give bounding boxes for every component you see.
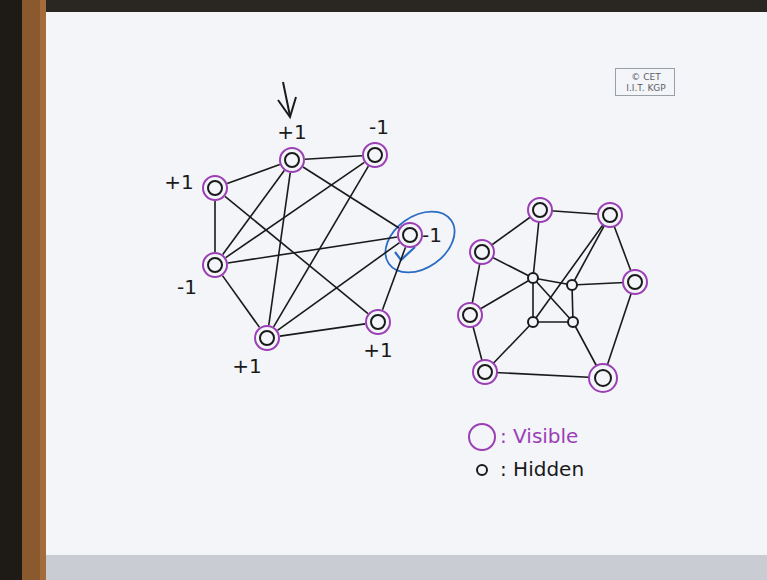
state-value: +1: [232, 356, 261, 376]
neuron-circle: [396, 221, 424, 249]
neuron-node: -1: [396, 221, 424, 249]
weight-connection: [227, 164, 280, 183]
weight-connection: [269, 173, 290, 325]
weight-connection: [226, 162, 365, 257]
neuron-node: -1: [201, 251, 229, 279]
state-value: -1: [177, 277, 197, 297]
state-value: +1: [164, 172, 193, 192]
watermark-text: © CET I.I.T. KGP: [621, 72, 671, 94]
neuron-circle: [361, 141, 389, 169]
state-value: +1: [363, 340, 392, 360]
weight-connection: [228, 237, 397, 263]
neuron-circle: [201, 174, 229, 202]
weight-connection: [280, 324, 365, 336]
weight-connection: [303, 167, 399, 228]
neuron-node: +1: [201, 174, 229, 202]
weight-connection: [214, 201, 216, 252]
neuron-circle: [278, 146, 306, 174]
watermark-box: © CET I.I.T. KGP: [615, 68, 675, 96]
legend-text: : Hidden: [500, 459, 584, 479]
weight-connection: [223, 276, 260, 328]
legend-text: : Visible: [500, 426, 578, 446]
state-value: -1: [369, 117, 389, 137]
neuron-node: +1: [364, 308, 392, 336]
state-value: -1: [422, 225, 442, 245]
neuron-circle: [201, 251, 229, 279]
weight-connection: [305, 156, 362, 159]
neuron-node: +1: [278, 146, 306, 174]
neuron-circle: [253, 324, 281, 352]
weight-connection: [383, 247, 406, 310]
neuron-node: -1: [361, 141, 389, 169]
neuron-node: +1: [253, 324, 281, 352]
weight-connection: [225, 196, 368, 313]
weight-connection: [223, 171, 285, 255]
state-value: +1: [277, 122, 306, 142]
neuron-circle: [364, 308, 392, 336]
